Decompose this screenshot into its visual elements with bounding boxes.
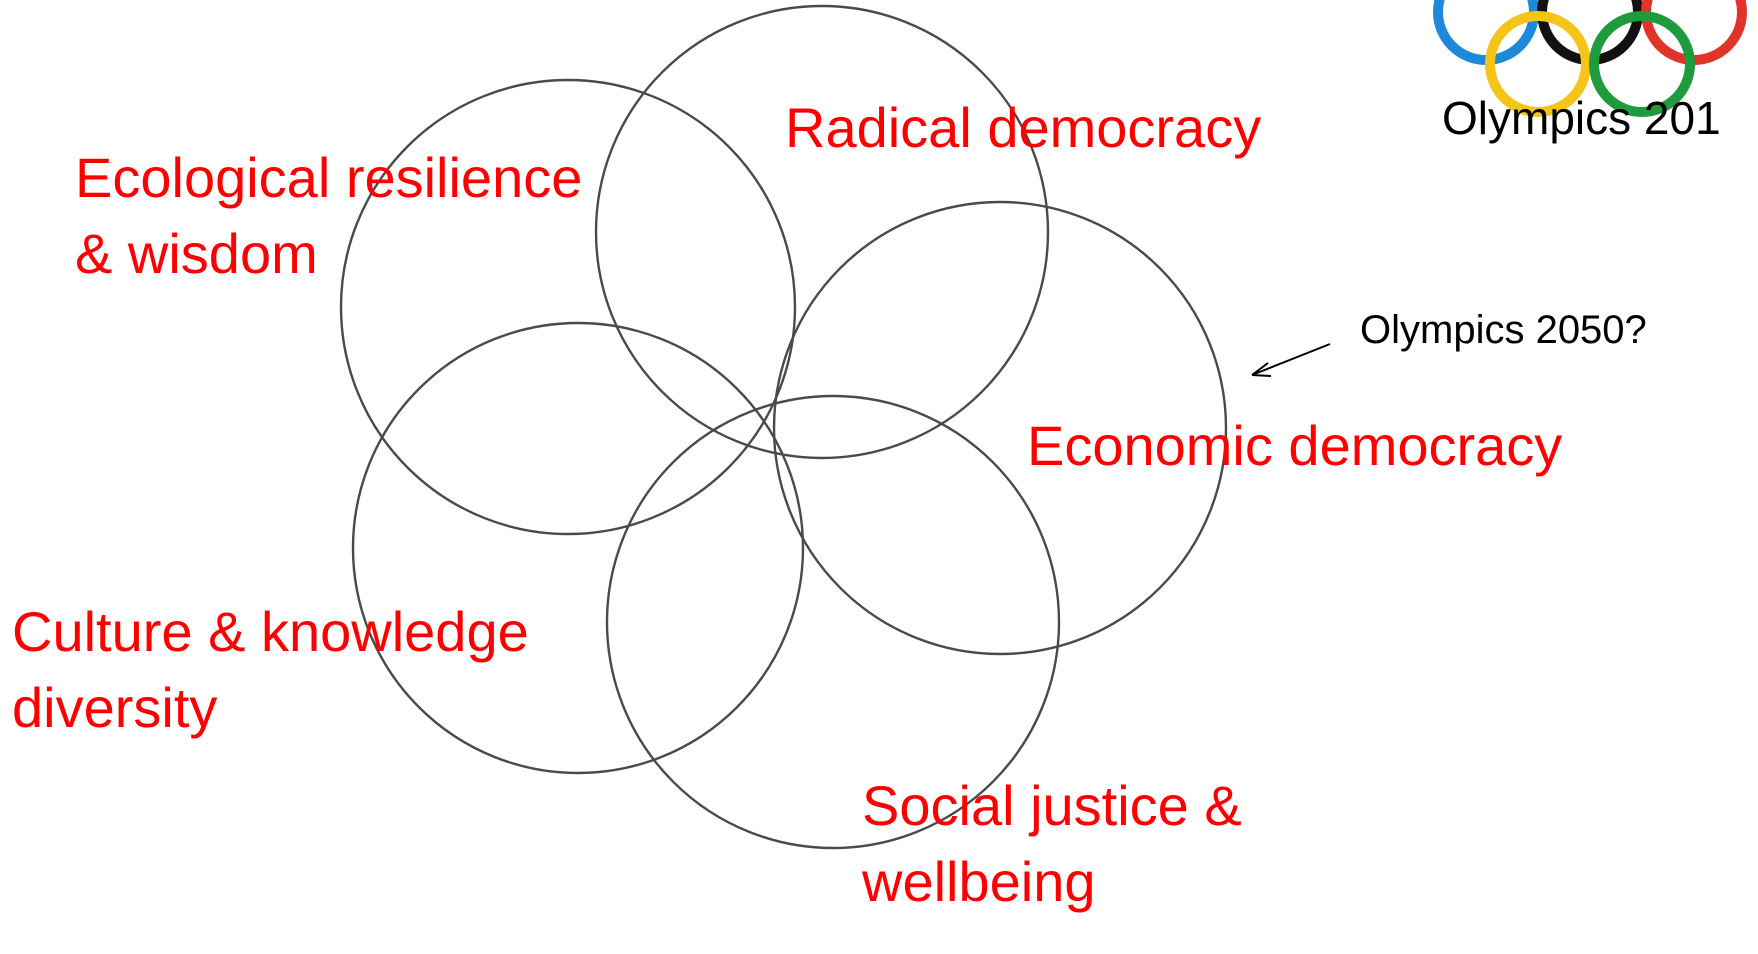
label-culture-line-1: Culture & knowledge <box>12 600 529 663</box>
circle-social-justice <box>605 394 1061 850</box>
circle-ecological-resilience <box>339 78 797 536</box>
annotation-olympics-2050: Olympics 2050? <box>1360 308 1647 352</box>
label-social-justice: Social justice & wellbeing <box>862 768 1242 920</box>
logo-caption: Olympics 201 <box>1442 92 1721 144</box>
label-ecological-resilience: Ecological resilience & wisdom <box>75 140 582 292</box>
olympic-rings-logo: Olympics 201 <box>1420 0 1758 150</box>
label-radical-democracy: Radical democracy <box>785 96 1262 159</box>
label-culture-knowledge: Culture & knowledge diversity <box>12 594 529 746</box>
circle-radical-democracy <box>594 4 1050 460</box>
label-ecological-line-2: & wisdom <box>75 222 318 285</box>
label-economic-democracy: Economic democracy <box>1027 414 1563 477</box>
arrow <box>1251 343 1331 377</box>
circle-economic-democracy <box>772 200 1228 656</box>
label-social-line-1: Social justice & <box>862 774 1242 837</box>
label-ecological-line-1: Ecological resilience <box>75 146 583 209</box>
circle-culture-knowledge <box>351 321 805 775</box>
olympic-rings-icon <box>1433 0 1747 117</box>
label-culture-line-2: diversity <box>12 676 218 739</box>
label-social-line-2: wellbeing <box>862 850 1096 913</box>
